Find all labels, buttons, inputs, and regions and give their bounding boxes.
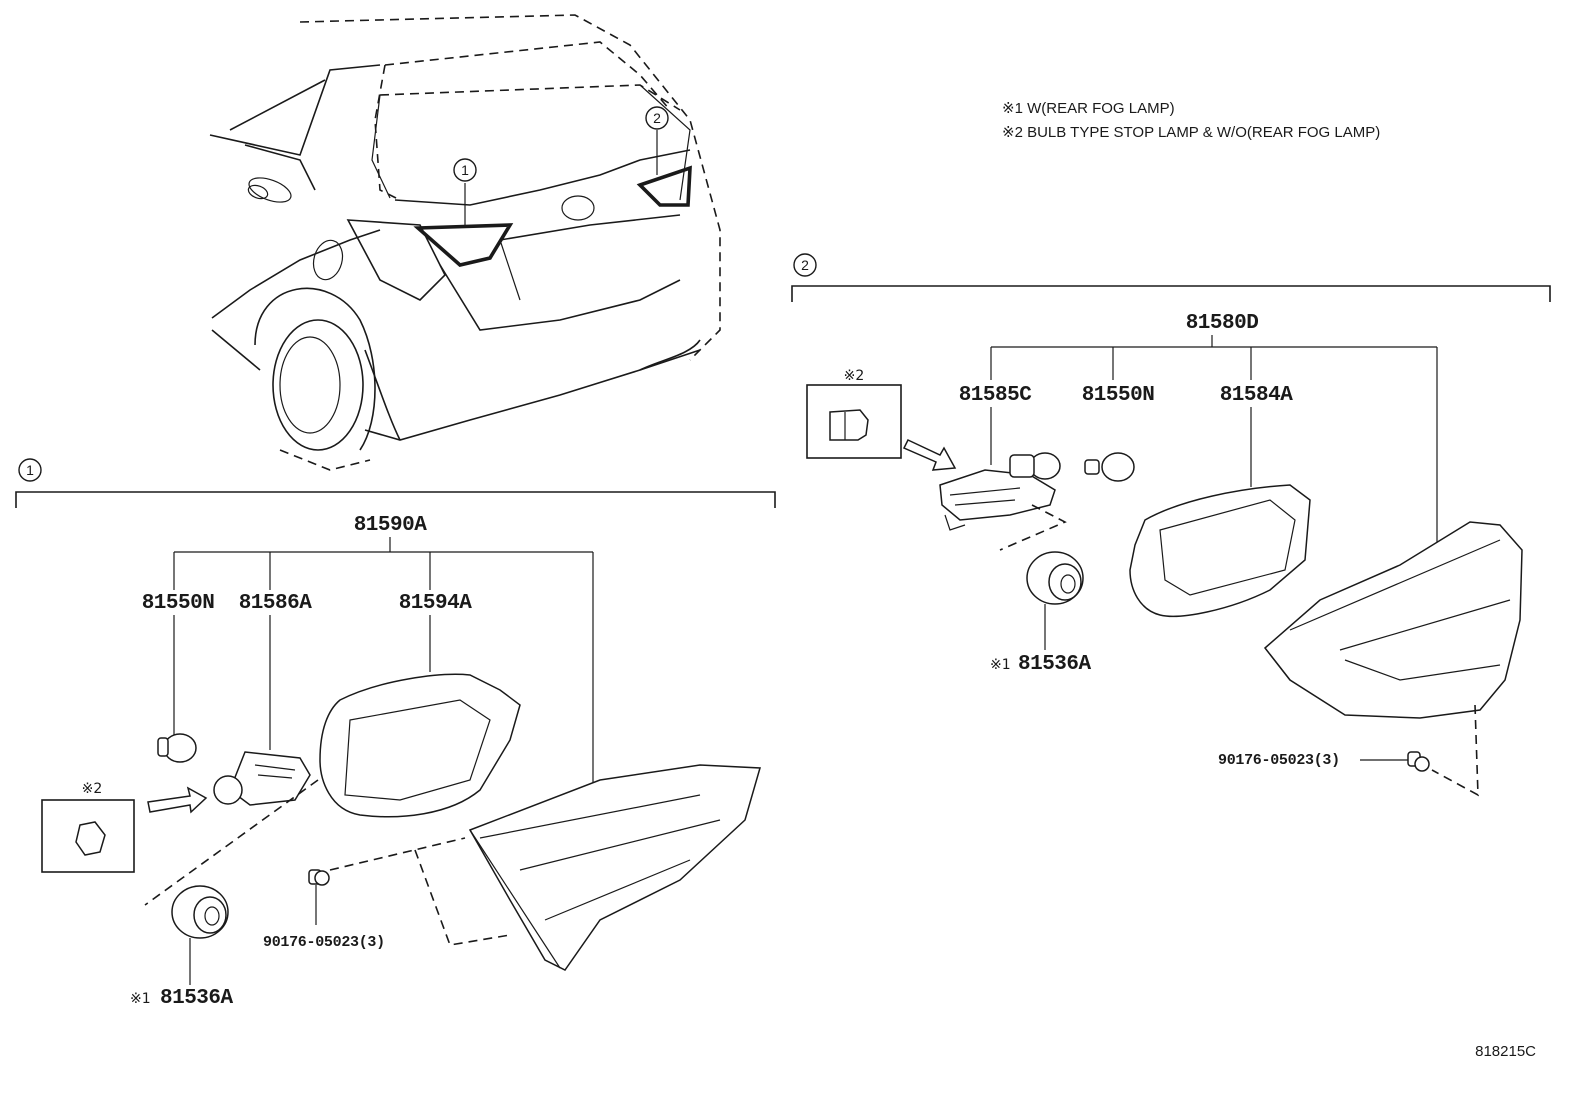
group-1-part-screw: 90176-05023(3) — [263, 934, 385, 951]
callout-2-marker — [645, 106, 669, 130]
group-2-part-gasket: 81584A — [1220, 384, 1294, 407]
callout-1-marker — [453, 158, 477, 182]
group-1-part-socket: 81586A — [239, 592, 313, 615]
group-1-alt-bulb-icon — [75, 821, 106, 856]
group-1-note2-mark: ※2 — [82, 781, 103, 797]
group-2-alt-bulb-icon — [829, 409, 869, 441]
group-2-part-socket: 81585C — [959, 384, 1033, 407]
group-2-part-bulb: 81550N — [1082, 384, 1155, 407]
group-1-arrow-icon — [147, 786, 208, 814]
group-2-screw-icon — [1407, 751, 1430, 772]
group-2-assembly-number: 81580D — [1186, 312, 1259, 335]
group-1-fog-socket-icon — [171, 885, 229, 939]
group-1-index: 1 — [26, 462, 34, 478]
group-2-gasket-icon — [1129, 484, 1311, 618]
group-1-gasket-icon — [319, 673, 521, 818]
note-2: ※2 BULB TYPE STOP LAMP & W/O(REAR FOG LA… — [1002, 124, 1380, 141]
group-2-index: 2 — [801, 257, 809, 273]
group-2-arrow-icon — [902, 439, 957, 471]
group-1-screw-icon — [308, 869, 330, 886]
group-2-note1-mark: ※1 — [990, 657, 1011, 673]
group-1-socket-icon — [213, 751, 311, 806]
group-2-alt-bulb-box — [806, 384, 902, 459]
group-2-bulb-icon — [1084, 452, 1135, 482]
group-1-part-gasket: 81594A — [399, 592, 473, 615]
group-2-part-screw: 90176-05023(3) — [1218, 752, 1340, 769]
group-2-fog-socket-icon — [1026, 551, 1084, 605]
group-2-part-fog-socket: 81536A — [1018, 653, 1092, 676]
group-1-assembly-number: 81590A — [354, 514, 428, 537]
group-2-socket-icon — [939, 452, 1061, 531]
group-2-marker — [793, 253, 817, 277]
group-2-lamp-housing-icon — [1263, 521, 1523, 719]
group-2: 2 81580D 81585C 81550N 81584A ※2 — [791, 253, 1551, 797]
diagram-code: 818215C — [1475, 1043, 1536, 1060]
group-1: 1 81590A 81550N 81586A 81594A — [15, 458, 776, 1010]
group-1-part-bulb: 81550N — [142, 592, 215, 615]
group-2-note2-mark: ※2 — [844, 368, 865, 384]
group-1-note1-mark: ※1 — [130, 991, 151, 1007]
group-1-alt-bulb-box — [41, 799, 135, 873]
note-1: ※1 W(REAR FOG LAMP) — [1002, 100, 1175, 117]
group-1-lamp-housing-icon — [468, 764, 761, 971]
car-rear-illustration: 1 2 — [209, 14, 721, 471]
callout-2-label: 2 — [653, 110, 661, 126]
group-1-marker — [18, 458, 42, 482]
callout-1-label: 1 — [461, 162, 469, 178]
group-1-part-fog-socket: 81536A — [160, 987, 234, 1010]
group-1-bulb-icon — [157, 733, 197, 763]
